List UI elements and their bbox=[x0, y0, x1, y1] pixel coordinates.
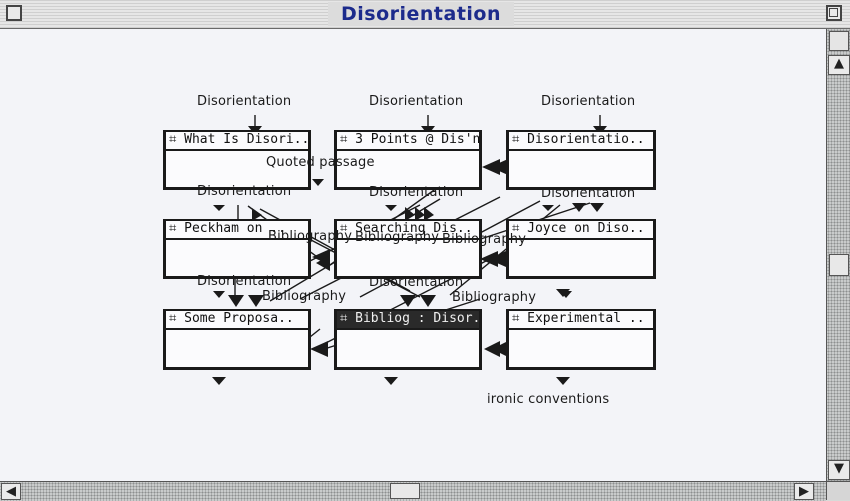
link-label[interactable]: Quoted passage bbox=[266, 155, 375, 170]
up-arrow-icon[interactable]: ▲ bbox=[828, 55, 850, 75]
link-label[interactable]: Bibliography bbox=[262, 289, 347, 304]
note-title: ⌗ Disorientatio.. bbox=[509, 132, 653, 151]
note-three-points[interactable]: ⌗ 3 Points @ Dis'n bbox=[334, 130, 482, 190]
note-what-is-disorientation[interactable]: ⌗ What Is Disori.. bbox=[163, 130, 311, 190]
link-label[interactable]: Disorientation bbox=[197, 94, 292, 109]
left-arrow-icon[interactable]: ◀ bbox=[1, 483, 21, 500]
link-label[interactable]: Disorientation bbox=[369, 94, 464, 109]
note-peckham[interactable]: ⌗ Peckham on .. bbox=[163, 219, 311, 279]
link-label[interactable]: Disorientation bbox=[541, 186, 636, 201]
note-some-proposals[interactable]: ⌗ Some Proposa.. bbox=[163, 309, 311, 370]
note-title: ⌗ Some Proposa.. bbox=[166, 311, 308, 330]
tool-palette-icon[interactable] bbox=[829, 31, 849, 51]
note-title: ⌗ What Is Disori.. bbox=[166, 132, 308, 151]
note-experimental[interactable]: ⌗ Experimental .. bbox=[506, 309, 656, 370]
note-searching[interactable]: ⌗ Searching Dis.. bbox=[334, 219, 482, 279]
link-label[interactable]: Disorientation bbox=[197, 184, 292, 199]
note-title: ⌗ Searching Dis.. bbox=[337, 221, 479, 240]
link-label[interactable]: Disorientation bbox=[541, 94, 636, 109]
horizontal-scroll-thumb[interactable] bbox=[390, 483, 420, 499]
note-title: ⌗ Joyce on Diso.. bbox=[509, 221, 653, 240]
link-label[interactable]: Bibliography bbox=[268, 229, 353, 244]
note-title: ⌗ 3 Points @ Dis'n bbox=[337, 132, 479, 151]
horizontal-scrollbar[interactable]: ◀ ▶ bbox=[0, 481, 826, 501]
right-arrow-icon[interactable]: ▶ bbox=[794, 483, 814, 500]
link-label[interactable]: Disorientation bbox=[197, 274, 292, 289]
vertical-scrollbar[interactable]: ▲ ▼ bbox=[826, 29, 850, 481]
down-arrow-icon[interactable]: ▼ bbox=[828, 460, 850, 480]
map-canvas[interactable]: ⌗ What Is Disori.. ⌗ 3 Points @ Dis'n ⌗ … bbox=[0, 29, 826, 481]
window-title: Disorientation bbox=[340, 3, 502, 25]
close-box-icon[interactable] bbox=[6, 5, 22, 21]
note-title: ⌗ Experimental .. bbox=[509, 311, 653, 330]
note-joyce[interactable]: ⌗ Joyce on Diso.. bbox=[506, 219, 656, 279]
grow-box-icon[interactable] bbox=[826, 481, 850, 500]
note-title: ⌗ Peckham on .. bbox=[166, 221, 308, 240]
title-plate: Disorientation bbox=[328, 2, 514, 26]
link-label[interactable]: ironic conventions bbox=[487, 392, 610, 407]
vertical-scroll-thumb[interactable] bbox=[829, 254, 849, 276]
note-disorientation[interactable]: ⌗ Disorientatio.. bbox=[506, 130, 656, 190]
link-label[interactable]: Disorientation bbox=[369, 185, 464, 200]
link-label[interactable]: Disorientation bbox=[369, 275, 464, 290]
note-title: ⌗ Bibliog : Disor.. bbox=[337, 311, 479, 330]
zoom-box-icon[interactable] bbox=[826, 5, 842, 21]
note-bibliography[interactable]: ⌗ Bibliog : Disor.. bbox=[334, 309, 482, 370]
title-bar[interactable]: Disorientation bbox=[0, 0, 850, 29]
link-label[interactable]: Bibliography bbox=[452, 290, 537, 305]
link-label[interactable]: Bibliography bbox=[355, 230, 440, 245]
link-label[interactable]: Bibliography bbox=[442, 232, 527, 247]
